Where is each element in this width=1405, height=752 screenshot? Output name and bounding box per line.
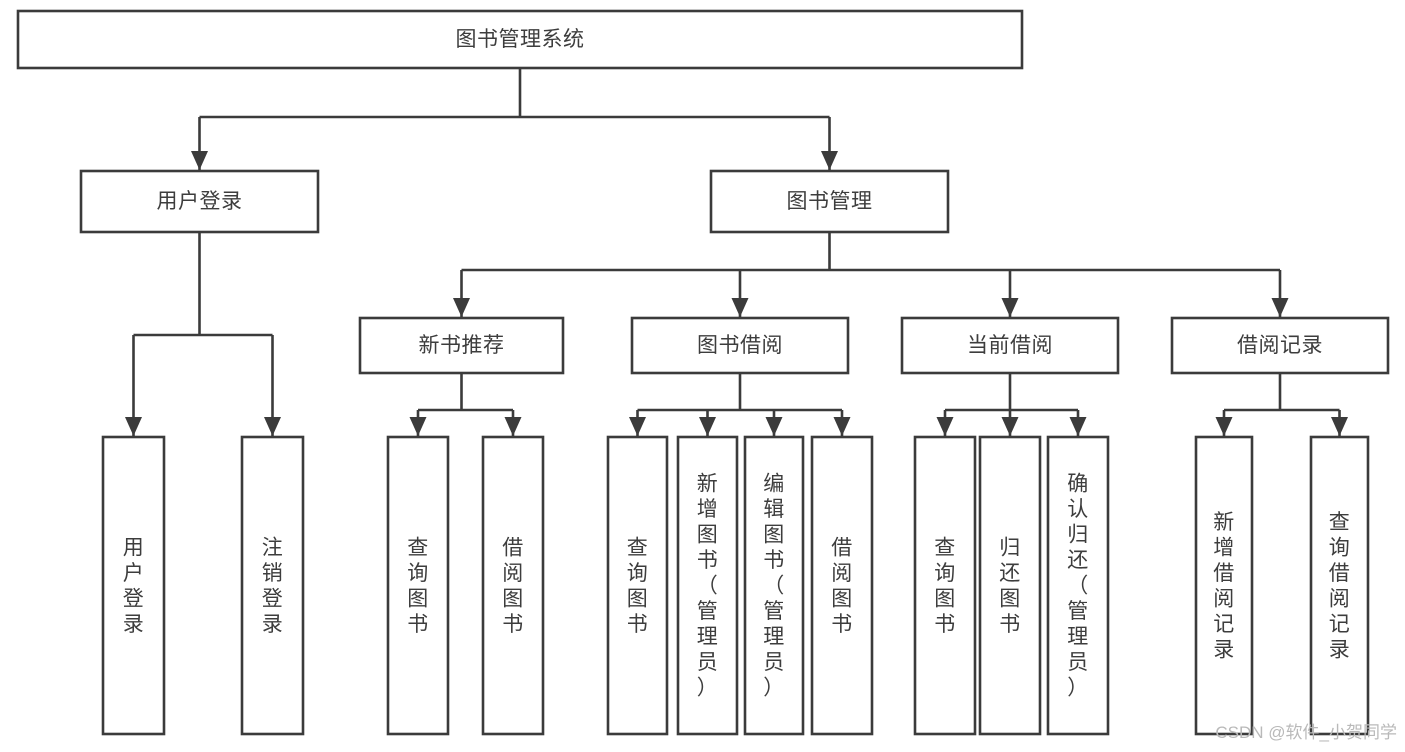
edges-layer	[125, 68, 1348, 436]
level1-node-0-rect[interactable]	[79, 169, 320, 234]
leaf-node-7-label: 借阅图书	[831, 536, 853, 636]
level1-node-1-rect[interactable]	[709, 169, 950, 234]
leaf-node-7-rect[interactable]	[810, 435, 874, 736]
leaf-node-11-label: 新增借阅记录	[1213, 511, 1235, 662]
leaf-node-3-rect[interactable]	[481, 435, 545, 736]
arrow-head-icon-leaf-4-1	[1331, 417, 1348, 436]
leaf-node-8-rect[interactable]	[913, 435, 977, 736]
arrow-head-icon-leaf-3-1	[1001, 417, 1019, 436]
arrow-head-icon-level2-2	[1001, 298, 1019, 317]
leaf-node-11-rect[interactable]	[1194, 435, 1254, 736]
leaf-node-8[interactable]: 查询图书	[913, 435, 977, 736]
leaf-node-2-label: 查询图书	[407, 536, 429, 636]
leaf-node-4-rect[interactable]	[606, 435, 669, 736]
level2-node-0[interactable]: 新书推荐	[358, 316, 565, 375]
leaf-node-2-rect[interactable]	[386, 435, 450, 736]
leaf-node-3-label: 借阅图书	[502, 536, 524, 636]
leaf-node-5-rect[interactable]	[676, 435, 739, 736]
leaf-node-12-rect[interactable]	[1309, 435, 1370, 736]
arrow-head-icon-leaf-2-3	[833, 417, 851, 436]
level2-node-3[interactable]: 借阅记录	[1170, 316, 1390, 375]
leaf-node-10-label: 确认归还（管理员）	[1067, 473, 1089, 700]
level1-node-0[interactable]: 用户登录	[79, 169, 320, 234]
leaf-node-3[interactable]: 借阅图书	[481, 435, 545, 736]
arrow-head-icon-level1-0	[191, 151, 208, 170]
level2-node-1-rect[interactable]	[630, 316, 850, 375]
leaf-node-10-rect[interactable]	[1046, 435, 1110, 736]
arrow-head-icon-leaf-3-0	[936, 417, 954, 436]
level2-node-1-label: 图书借阅	[697, 334, 783, 357]
arrow-head-icon-leaf-2-2	[765, 417, 783, 436]
arrow-head-icon-level2-1	[731, 298, 749, 317]
leaf-node-9[interactable]: 归还图书	[978, 435, 1042, 736]
leaf-node-0[interactable]: 用户登录	[101, 435, 166, 736]
leaf-node-7[interactable]: 借阅图书	[810, 435, 874, 736]
arrow-head-icon-leaf-4-0	[1215, 417, 1233, 436]
leaf-node-6[interactable]: 编辑图书（管理员）	[743, 435, 805, 736]
leaf-node-1[interactable]: 注销登录	[240, 435, 305, 736]
leaf-node-9-rect[interactable]	[978, 435, 1042, 736]
leaf-node-0-rect[interactable]	[101, 435, 166, 736]
level1-node-1[interactable]: 图书管理	[709, 169, 950, 234]
arrow-head-icon-leaf-2-0	[629, 417, 646, 436]
arrow-head-icon-leaf-2-1	[699, 417, 716, 436]
level2-node-2-rect[interactable]	[900, 316, 1120, 375]
level2-node-2[interactable]: 当前借阅	[900, 316, 1120, 375]
leaf-node-11[interactable]: 新增借阅记录	[1194, 435, 1254, 736]
nodes-layer: 图书管理系统用户登录图书管理新书推荐图书借阅当前借阅借阅记录用户登录注销登录查询…	[16, 9, 1390, 736]
leaf-node-10[interactable]: 确认归还（管理员）	[1046, 435, 1110, 736]
root-node-图书管理系统-rect[interactable]	[16, 9, 1024, 70]
leaf-node-0-label: 用户登录	[123, 536, 145, 636]
watermark-label: CSDN @软件_小贺同学	[1215, 723, 1397, 742]
leaf-node-5-label: 新增图书（管理员）	[697, 473, 719, 700]
level2-node-0-label: 新书推荐	[419, 334, 505, 357]
arrow-head-icon-leaf-0-0	[125, 417, 142, 436]
leaf-node-1-label: 注销登录	[262, 536, 284, 636]
leaf-node-5[interactable]: 新增图书（管理员）	[676, 435, 739, 736]
arrow-head-icon-leaf-0-1	[264, 417, 281, 436]
leaf-node-2[interactable]: 查询图书	[386, 435, 450, 736]
leaf-node-1-rect[interactable]	[240, 435, 305, 736]
leaf-node-9-label: 归还图书	[999, 536, 1021, 636]
arrow-head-icon-leaf-3-2	[1069, 417, 1087, 436]
leaf-node-12-label: 查询借阅记录	[1329, 511, 1351, 662]
leaf-node-6-rect[interactable]	[743, 435, 805, 736]
root-node-图书管理系统[interactable]: 图书管理系统	[16, 9, 1024, 70]
level2-node-1[interactable]: 图书借阅	[630, 316, 850, 375]
arrow-head-icon-leaf-1-1	[504, 417, 522, 436]
arrow-head-icon-level2-0	[453, 298, 470, 317]
arrow-head-icon-leaf-1-0	[409, 417, 427, 436]
leaf-node-12[interactable]: 查询借阅记录	[1309, 435, 1370, 736]
level2-node-3-label: 借阅记录	[1237, 334, 1323, 357]
arrow-head-icon-level2-3	[1271, 298, 1289, 317]
level1-node-1-label: 图书管理	[787, 190, 873, 213]
leaf-node-6-label: 编辑图书（管理员）	[763, 473, 785, 700]
level2-node-2-label: 当前借阅	[967, 334, 1053, 357]
level2-node-3-rect[interactable]	[1170, 316, 1390, 375]
root-node-图书管理系统-label: 图书管理系统	[456, 28, 585, 51]
level2-node-0-rect[interactable]	[358, 316, 565, 375]
leaf-node-4-label: 查询图书	[627, 536, 649, 636]
arrow-head-icon-level1-1	[821, 151, 838, 170]
leaf-node-8-label: 查询图书	[934, 536, 956, 636]
level1-node-0-label: 用户登录	[157, 190, 243, 213]
leaf-node-4[interactable]: 查询图书	[606, 435, 669, 736]
